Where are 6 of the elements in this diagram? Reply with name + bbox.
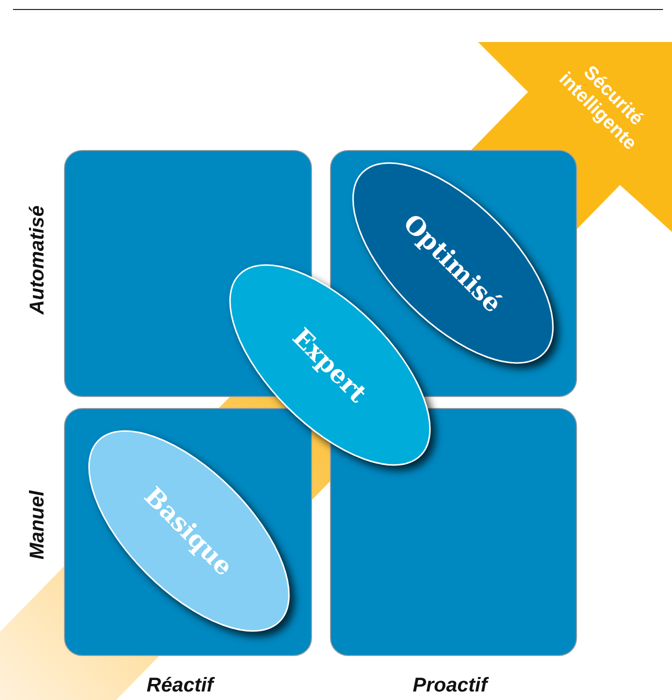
- level-ellipse: [88, 430, 290, 632]
- axis-label: Proactif: [412, 674, 488, 698]
- axis-label: Manuel: [26, 490, 50, 560]
- axis-label: Automatisé: [26, 206, 50, 314]
- axis-label: Réactif: [146, 674, 214, 698]
- quadrant-panel: [330, 408, 577, 656]
